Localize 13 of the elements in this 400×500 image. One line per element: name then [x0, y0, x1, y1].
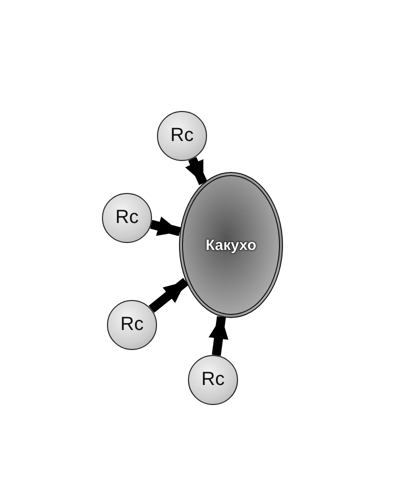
node-label: Rc	[201, 369, 225, 391]
arrow	[208, 316, 228, 356]
arrow	[185, 156, 208, 186]
node-label: Rc	[120, 314, 144, 336]
circle-node	[188, 355, 238, 405]
circle-node	[102, 193, 152, 243]
circle-node	[107, 300, 157, 350]
arrow	[148, 278, 189, 313]
circle-node	[157, 111, 207, 161]
node-label: Rc	[170, 125, 194, 147]
node-label: Какухо	[206, 236, 256, 254]
arrow	[150, 216, 181, 236]
node-label: Rc	[115, 207, 139, 229]
